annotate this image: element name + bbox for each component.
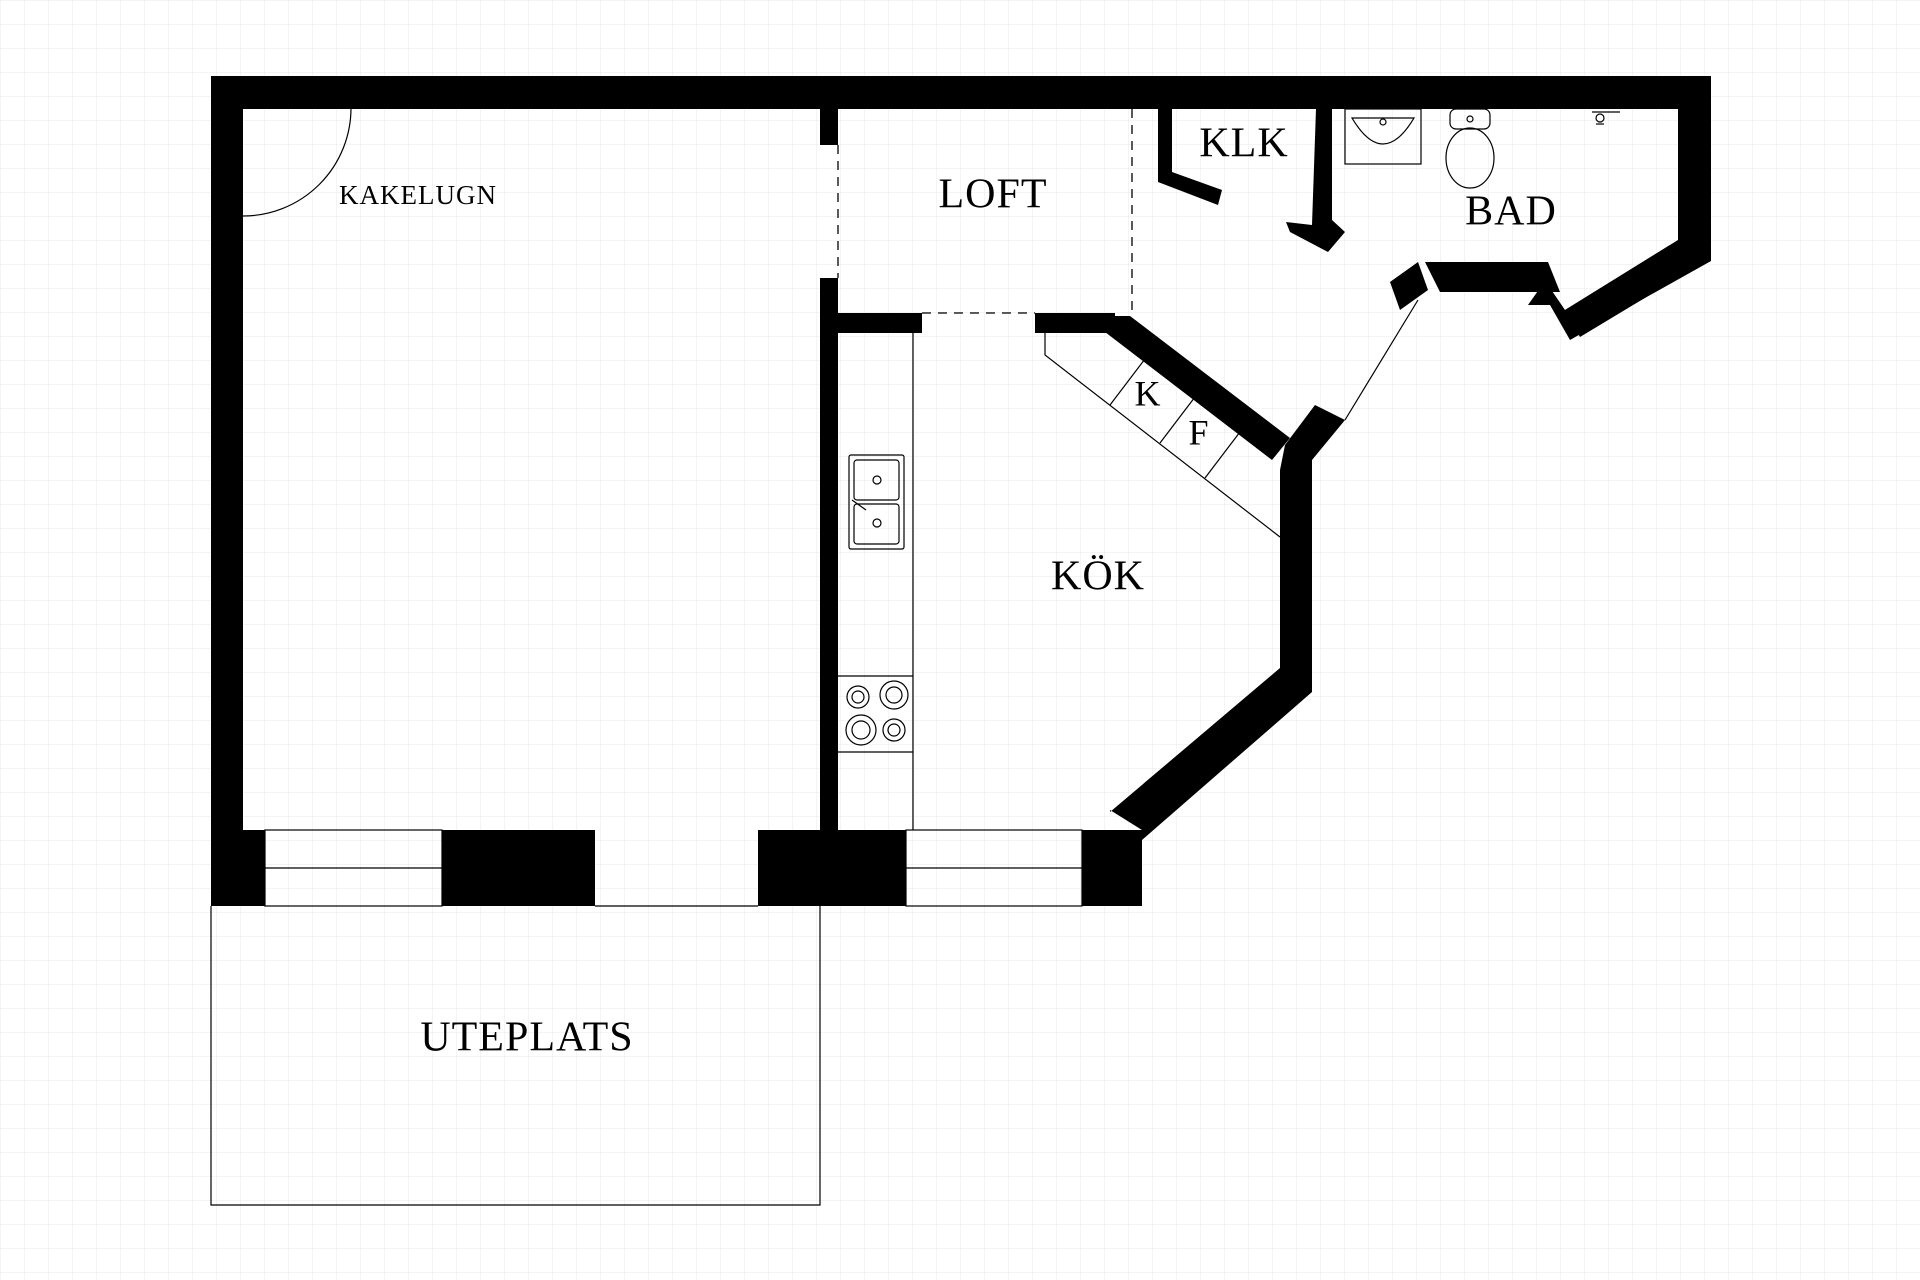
label-klk: KLK: [1199, 121, 1288, 167]
label-uteplats: UTEPLATS: [420, 1015, 633, 1061]
label-f: F: [1188, 412, 1209, 452]
fridge-freezer-cabinet: [1044, 333, 1281, 538]
windows: [264, 829, 1083, 907]
toilet-icon: [1445, 108, 1495, 189]
loft-outline: [837, 109, 1133, 314]
label-loft: LOFT: [939, 172, 1048, 218]
sink-icon: [848, 454, 905, 550]
kitchen-counter: [838, 333, 914, 830]
label-kok: KÖK: [1051, 554, 1145, 600]
bath-partition-line: [1344, 299, 1419, 421]
uteplats-outline: [210, 906, 821, 1206]
shower-icon: [1592, 111, 1620, 125]
bath-sink-icon: [1344, 108, 1422, 165]
door-swing-arc: [242, 107, 352, 217]
outer-walls: [211, 76, 1711, 906]
label-k: K: [1135, 373, 1162, 413]
stove-icon: [845, 680, 909, 746]
interior-walls: [820, 109, 1345, 830]
label-kakelugn: KAKELUGN: [339, 180, 497, 210]
label-bad: BAD: [1465, 189, 1557, 235]
